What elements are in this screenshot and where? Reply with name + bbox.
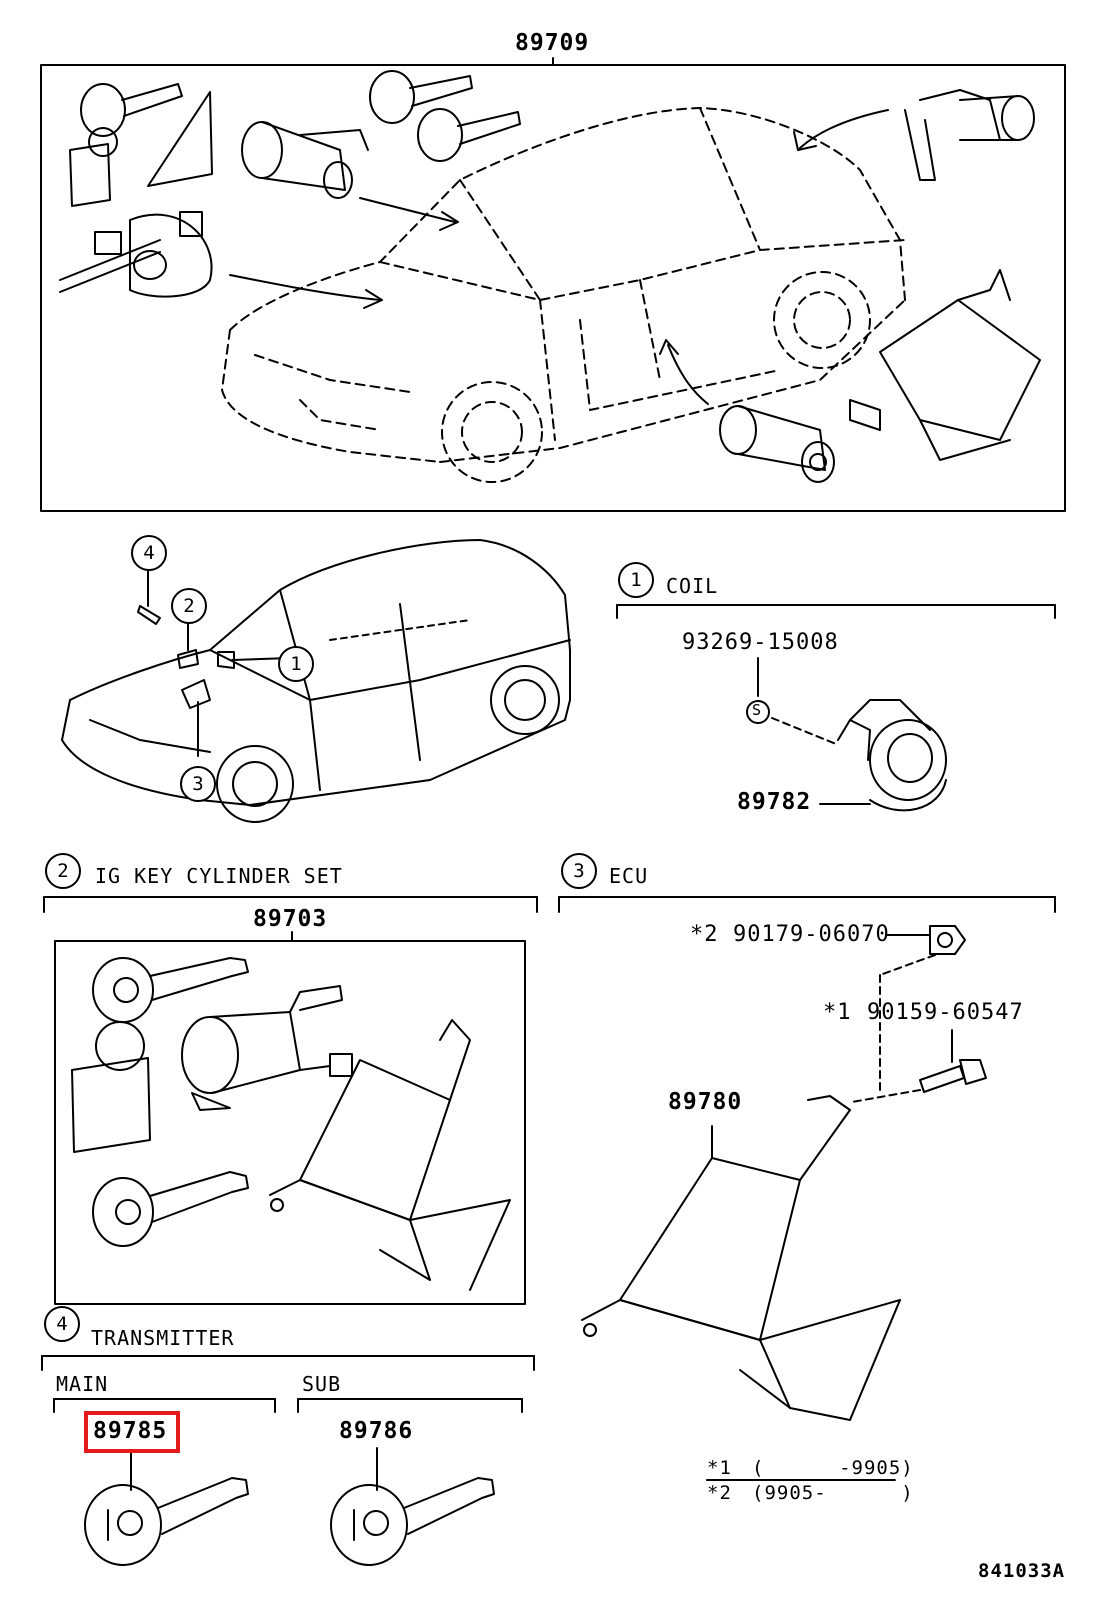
ig-cylinder xyxy=(181,985,353,1111)
top-assembly-part-number: 89709 xyxy=(515,30,590,56)
ig-section-index: 2 xyxy=(45,853,81,889)
ig-section-title: IG KEY CYLINDER SET xyxy=(95,864,343,888)
top-door-cylinder xyxy=(719,405,835,483)
sub-transmitter-part-number[interactable]: 89786 xyxy=(339,1418,414,1444)
main-transmitter-key xyxy=(84,1477,249,1566)
transmitter-section-title: TRANSMITTER xyxy=(91,1326,235,1350)
transmitter-section-bracket xyxy=(41,1355,535,1371)
coil-section-bracket xyxy=(616,604,1056,619)
sub-transmitter-key xyxy=(330,1477,495,1566)
ecu-module xyxy=(581,1095,901,1421)
main-part-highlight xyxy=(84,1411,180,1453)
callout-3: 3 xyxy=(180,766,216,802)
ig-section-bracket xyxy=(43,896,538,913)
coil-section-title: COIL xyxy=(666,574,719,598)
sub-subsection-label: SUB xyxy=(302,1372,342,1396)
ecu-nut-part-number: 90179-06070 xyxy=(733,922,890,947)
ecu-nut xyxy=(929,925,966,955)
coil-section-index: 1 xyxy=(618,562,654,598)
top-panel-frame xyxy=(40,64,1066,512)
coil-part xyxy=(837,699,947,812)
top-ecu-module xyxy=(849,269,1041,461)
locator-car-illustration xyxy=(61,539,571,823)
main-subsection-bracket xyxy=(53,1398,276,1413)
ecu-section-index: 3 xyxy=(561,853,597,889)
footnote-2-range: (9905- ) xyxy=(752,1482,914,1504)
footnote-1-range: ( -9905) xyxy=(752,1457,914,1479)
ig-ecu-module xyxy=(269,1019,511,1291)
top-cylinder-1 xyxy=(241,121,369,199)
transmitter-section-index: 4 xyxy=(44,1306,80,1342)
top-glass-piece xyxy=(147,91,213,187)
callout-4: 4 xyxy=(131,535,167,571)
ecu-bolt-prefix: *1 xyxy=(823,1000,852,1025)
main-transmitter-part-number[interactable]: 89785 xyxy=(93,1418,168,1444)
ecu-section-bracket xyxy=(558,896,1056,913)
ecu-bolt-dash xyxy=(851,1089,921,1103)
top-key-2 xyxy=(369,70,473,124)
ecu-bolt xyxy=(919,1059,987,1093)
locator-leaders xyxy=(137,561,291,757)
ig-set-part-number: 89703 xyxy=(253,906,328,932)
figure-reference: 841033A xyxy=(978,1560,1066,1582)
ecu-bolt-part-number: 90159-60547 xyxy=(867,1000,1024,1025)
sub-subsection-bracket xyxy=(297,1398,523,1413)
top-key-3 xyxy=(417,108,521,162)
ig-key-2 xyxy=(92,1171,249,1247)
ecu-section-title: ECU xyxy=(609,864,649,888)
coil-screw xyxy=(746,700,770,724)
coil-screw-part-number: 93269-15008 xyxy=(682,630,839,655)
top-rear-lock-assembly xyxy=(904,89,1035,181)
top-arrows xyxy=(229,109,889,405)
callout-2: 2 xyxy=(171,588,207,624)
coil-screw-dash xyxy=(771,717,837,745)
callout-1: 1 xyxy=(278,646,314,682)
top-car-illustration xyxy=(221,107,906,483)
ig-key-with-tag xyxy=(71,957,249,1153)
top-key-with-tag xyxy=(69,83,183,207)
footnote-2-mark: *2 xyxy=(707,1482,732,1504)
coil-part-number: 89782 xyxy=(737,789,812,815)
ig-set-frame xyxy=(54,940,526,1305)
ecu-nut-prefix: *2 xyxy=(690,922,719,947)
top-ignition-cylinder xyxy=(59,211,213,298)
main-subsection-label: MAIN xyxy=(56,1372,109,1396)
ecu-part-number: 89780 xyxy=(668,1089,743,1115)
footnote-1-mark: *1 xyxy=(707,1457,732,1479)
coil-screw-symbol: S xyxy=(752,701,763,719)
ecu-nut-dash xyxy=(879,954,936,976)
